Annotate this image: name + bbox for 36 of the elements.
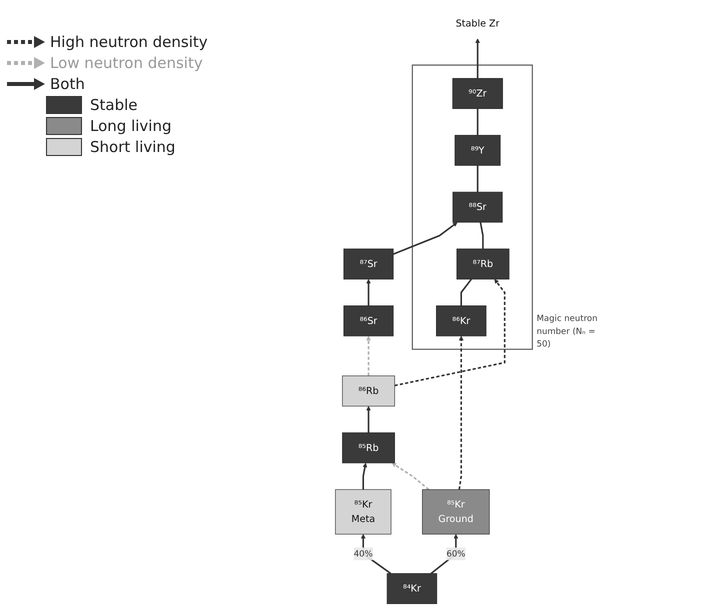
connector [480, 222, 484, 249]
node-box: ⁸⁶Rb [342, 376, 395, 406]
edge-label: 40% [354, 548, 373, 559]
node-box: ⁸⁷Rb [456, 248, 510, 280]
node-box: ⁸⁷Sr [344, 248, 394, 280]
arrow [366, 336, 371, 376]
node-text: Stable Zr [456, 18, 500, 29]
legend-label: Short living [90, 138, 176, 156]
legend-label: Both [50, 75, 85, 93]
node-box: ⁸⁵Kr Meta [335, 489, 392, 534]
arrow [394, 278, 506, 386]
legend-label: High neutron density [50, 33, 208, 51]
node-box: ⁸⁸Sr [452, 192, 503, 223]
cluster [412, 64, 533, 350]
arrow [392, 462, 430, 490]
node-box: ⁸⁵Rb [342, 432, 395, 464]
connector [460, 278, 472, 306]
arrow [366, 278, 371, 306]
node-box: ⁸⁶Kr [436, 305, 486, 336]
node-box: ⁸⁹Y [454, 134, 501, 166]
node-box: ⁸⁵Kr Ground [422, 489, 490, 534]
arrow [458, 336, 464, 490]
node-box: ⁸⁴Kr [386, 573, 438, 604]
legend-label: Long living [90, 117, 172, 135]
connector [476, 108, 478, 136]
legend-label: Low neutron density [50, 54, 203, 72]
node-box: ⁹⁰Zr [452, 78, 503, 109]
arrow [362, 462, 368, 490]
connector [476, 166, 478, 192]
node-label: Magic neutron number (Nₙ = 50) [536, 313, 598, 349]
arrow [393, 222, 458, 255]
arrow [366, 406, 371, 433]
node-box: ⁸⁶Sr [344, 305, 394, 336]
arrow [475, 38, 480, 78]
edge-label: 60% [446, 548, 466, 559]
legend-label: Stable [90, 96, 138, 114]
